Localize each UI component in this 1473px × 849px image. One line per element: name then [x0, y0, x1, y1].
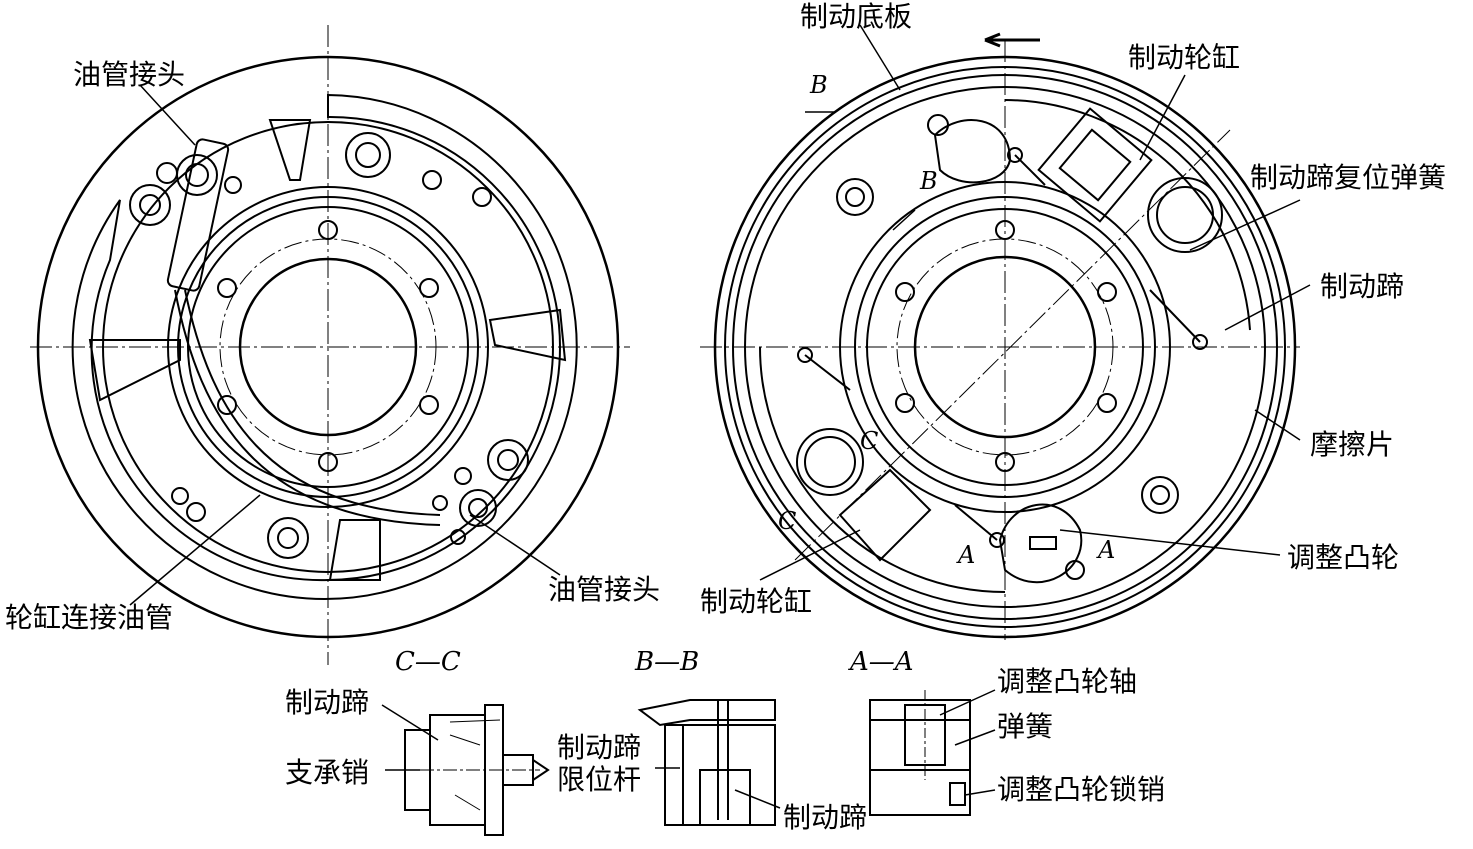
label-limit-rod-line1: 制动蹄	[557, 731, 642, 764]
mark-b-1: B	[810, 71, 828, 99]
mark-a-2: A	[1098, 536, 1116, 564]
mark-a-1: A	[958, 541, 976, 569]
label-support-pin: 支承销	[285, 756, 370, 789]
mark-b-2: B	[920, 167, 938, 195]
section-bb-title: B—B	[635, 647, 700, 677]
section-aa-title: A—A	[850, 647, 914, 677]
label-friction-lining: 摩擦片	[1310, 428, 1395, 461]
label-cam-lock-pin: 调整凸轮锁销	[997, 773, 1166, 806]
label-brake-shoe: 制动蹄	[1320, 270, 1405, 303]
section-aa	[869, 689, 996, 816]
label-spring: 弹簧	[997, 710, 1054, 743]
hub-bolt-holes	[217, 220, 439, 472]
label-wheel-cylinder-bottom: 制动轮缸	[700, 585, 813, 618]
left-nuts	[129, 132, 529, 559]
section-bb	[637, 699, 781, 826]
left-small-holes	[156, 162, 492, 545]
label-oil-pipe-joint-top: 油管接头	[73, 58, 186, 91]
label-wheel-cylinder-top: 制动轮缸	[1128, 41, 1241, 74]
label-cam-shaft: 调整凸轮轴	[997, 665, 1138, 698]
label-limit-rod-line2: 限位杆	[557, 763, 642, 796]
right-brake-view	[700, 24, 1311, 640]
label-oil-pipe-joint-bottom: 油管接头	[548, 573, 661, 606]
mark-c-1: C	[860, 427, 879, 455]
label-backing-plate: 制动底板	[800, 0, 913, 33]
label-cc-brake-shoe: 制动蹄	[285, 686, 370, 719]
label-adjust-cam: 调整凸轮	[1287, 541, 1400, 574]
section-cc-title: C—C	[395, 647, 461, 677]
mark-c-2: C	[778, 507, 797, 535]
section-cc	[381, 704, 550, 836]
label-shoe-return-spring: 制动蹄复位弹簧	[1250, 161, 1447, 194]
label-wheel-cyl-oil-pipe: 轮缸连接油管	[5, 601, 174, 634]
left-brake-view	[30, 25, 630, 665]
label-bb-brake-shoe: 制动蹄	[783, 801, 868, 834]
right-hub-bolt-holes	[895, 220, 1117, 472]
